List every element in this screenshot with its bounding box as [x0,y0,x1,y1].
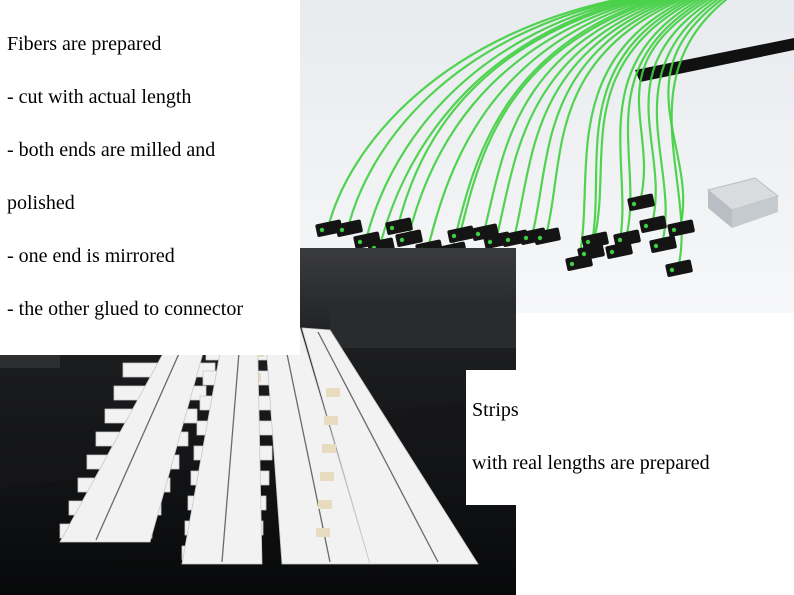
fiber-end-glow [389,225,395,231]
fiber-connector [581,231,609,249]
fiber [378,0,637,247]
strip-label-sticker [322,444,336,453]
fiber-end-glow [487,239,493,245]
strip-groove [317,331,439,563]
fiber-end-glow [671,227,677,233]
fiber-end-glow [643,223,649,229]
fiber [396,0,642,227]
fiber [426,0,652,249]
strips-caption: Strips with real lengths are prepared [466,370,716,505]
fiber-connector [605,241,633,259]
fiber [667,0,724,229]
fiber [637,0,711,203]
fiber-end-glow [357,239,363,245]
fiber-connector [447,225,475,243]
fiber-connector [613,229,641,247]
fiber [512,0,675,239]
fibers-caption-line: - one end is mirrored [7,244,175,267]
fiber [346,0,626,229]
fibers-caption-line: - cut with actual length [7,85,192,108]
fiber [655,0,720,245]
fiber-connector [335,219,363,237]
strip-label-sticker [318,500,332,509]
fiber-end-glow [581,251,587,257]
fiber-end-glow [523,235,529,241]
fiber [576,0,689,263]
strip-label-sticker [320,472,334,481]
strip [261,286,371,565]
fibers-caption-line: - the other glued to connector [7,297,244,320]
fiber [458,0,661,235]
fiber [670,0,728,269]
fiber [406,0,647,239]
fibers-caption-line: polished [7,191,75,214]
strip-label-sticker [326,388,340,397]
fiber-connector [315,219,343,237]
fiber-end-glow [399,237,405,243]
fiber-end-glow [319,227,325,233]
fibers-caption-line: Fibers are prepared [7,32,162,55]
fiber-connector [533,227,561,245]
fiber-connector [385,217,413,235]
fiber-end-glow [475,231,481,237]
fiber-end-glow [653,243,659,249]
fiber-end-glow [451,233,457,239]
fiber [482,0,666,233]
fiber [616,0,702,251]
strip-label-sticker [316,528,330,537]
fiber-end-glow [505,237,511,243]
fiber-end-glow [609,249,615,255]
fiber [494,0,670,241]
fiber-end-glow [617,237,623,243]
strip-label-sticker [324,416,338,425]
fiber-connector [627,193,655,211]
fiber-end-glow [669,267,675,273]
fiber-connector [639,215,667,233]
fiber-end-glow [569,261,575,267]
fiber [530,0,680,237]
fiber [588,0,693,253]
strips-caption-line: with real lengths are prepared [472,451,710,474]
fiber-end-glow [339,227,345,233]
fiber [450,0,656,251]
strips-caption-line: Strips [472,398,519,421]
fiber-connector [395,229,423,247]
fiber-connector [667,219,695,237]
fiber [647,0,715,225]
fiber [364,0,632,241]
fibers-caption-line: - both ends are milled and [7,138,216,161]
fiber-connector [649,235,677,253]
fiber [544,0,684,237]
fibers-caption: Fibers are prepared - cut with actual le… [0,0,300,355]
fiber-connector [665,259,693,277]
fiber [326,0,621,229]
fiber-end-glow [631,201,637,207]
fiber-end-glow [537,235,543,241]
fiber-end-glow [585,239,591,245]
fiber [592,0,698,241]
